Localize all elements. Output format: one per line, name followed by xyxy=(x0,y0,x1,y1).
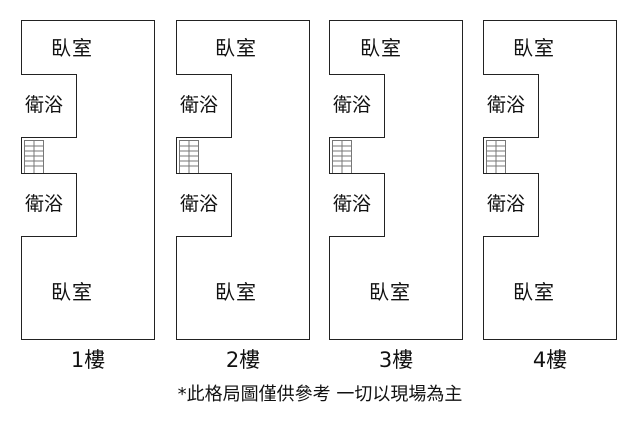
bathroom-label: 衛浴 xyxy=(333,193,372,215)
floor-plan-2: 臥室 衛浴 衛浴 臥室 2樓 xyxy=(176,0,336,385)
bathroom-top: 衛浴 xyxy=(21,74,77,138)
bathroom-bottom: 衛浴 xyxy=(483,173,539,237)
bedroom-top: 臥室 xyxy=(360,36,402,60)
floor-plan-1: 臥室 衛浴 衛浴 臥室 1樓 xyxy=(21,0,181,385)
floor-label: 4樓 xyxy=(532,348,568,372)
floor-label: 2樓 xyxy=(225,348,261,372)
bathroom-bottom: 衛浴 xyxy=(176,173,232,237)
bathroom-bottom: 衛浴 xyxy=(21,173,77,237)
bedroom-bottom: 臥室 xyxy=(51,280,93,304)
floor-label: 1樓 xyxy=(70,348,106,372)
bathroom-label: 衛浴 xyxy=(487,94,526,116)
bathroom-label: 衛浴 xyxy=(333,94,372,116)
bedroom-top: 臥室 xyxy=(51,36,93,60)
bedroom-bottom: 臥室 xyxy=(369,280,411,304)
bedroom-top: 臥室 xyxy=(513,36,555,60)
bathroom-top: 衛浴 xyxy=(176,74,232,138)
bathroom-bottom: 衛浴 xyxy=(329,173,385,237)
bathroom-label: 衛浴 xyxy=(180,193,219,215)
bathroom-label: 衛浴 xyxy=(487,193,526,215)
bedroom-bottom: 臥室 xyxy=(215,280,257,304)
bathroom-label: 衛浴 xyxy=(25,94,64,116)
stairs-icon xyxy=(24,140,44,174)
bathroom-label: 衛浴 xyxy=(180,94,219,116)
disclaimer-note: *此格局圖僅供參考 一切以現場為主 xyxy=(177,384,463,405)
floor-plan-4: 臥室 衛浴 衛浴 臥室 4樓 xyxy=(483,0,640,385)
bedroom-top: 臥室 xyxy=(215,36,257,60)
bathroom-top: 衛浴 xyxy=(329,74,385,138)
floor-label: 3樓 xyxy=(378,348,414,372)
bathroom-top: 衛浴 xyxy=(483,74,539,138)
stairs-icon xyxy=(332,140,352,174)
bedroom-bottom: 臥室 xyxy=(513,280,555,304)
floor-plan-3: 臥室 衛浴 衛浴 臥室 3樓 xyxy=(329,0,489,385)
stairs-icon xyxy=(179,140,199,174)
stairs-icon xyxy=(486,140,506,174)
bathroom-label: 衛浴 xyxy=(25,193,64,215)
